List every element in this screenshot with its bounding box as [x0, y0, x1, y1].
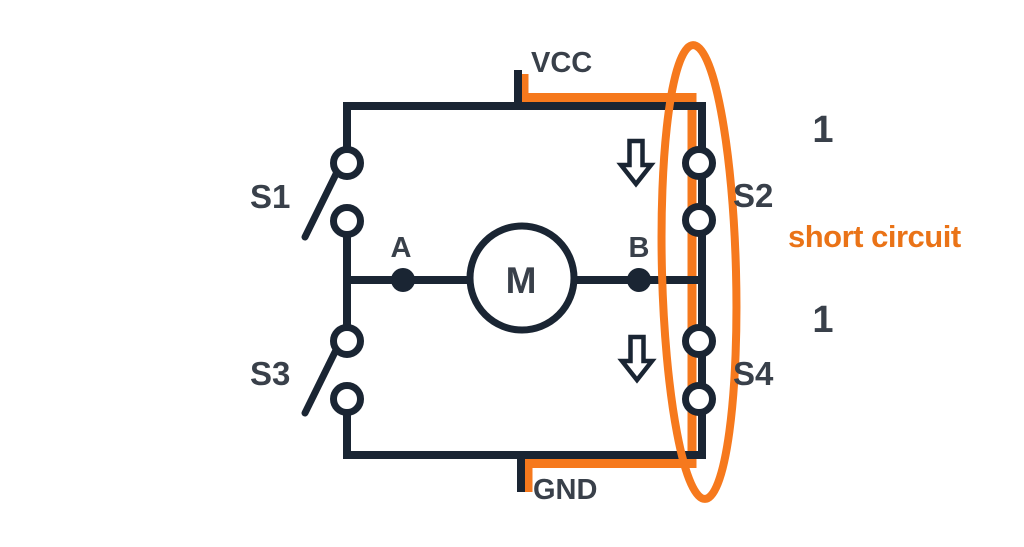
- motor-circle: [466, 222, 578, 334]
- switch-s1-terminal-bottom: [330, 204, 364, 238]
- switch-s4: [682, 324, 716, 416]
- down-arrow-icon-top: [616, 138, 656, 188]
- down-arrow-icon-bottom: [617, 334, 657, 384]
- switch-s3-terminal-bottom: [330, 382, 364, 416]
- switch-s2-terminal-bottom: [682, 203, 716, 237]
- short-circuit-highlight-ellipse: [657, 41, 741, 503]
- switch-s1: [301, 146, 364, 241]
- s2-label: S2: [733, 177, 773, 214]
- gnd-label: GND: [533, 474, 597, 506]
- switch-s4-terminal-bottom: [682, 382, 716, 416]
- switch-s2: [682, 146, 716, 237]
- s3-label: S3: [250, 355, 290, 392]
- short-circuit-label: short circuit: [788, 219, 961, 254]
- switch-s3: [301, 324, 364, 417]
- switch-s4-terminal-top: [682, 324, 716, 358]
- switch-s1-terminal-top: [330, 146, 364, 180]
- switch-s3-lever: [301, 344, 341, 417]
- s4-label: S4: [733, 355, 774, 392]
- switch-s2-terminal-top: [682, 146, 716, 180]
- node-b-dot: [627, 268, 651, 292]
- s4-state-label: 1: [812, 299, 833, 341]
- motor-label: M: [506, 260, 537, 301]
- switch-s1-lever: [301, 168, 341, 241]
- node-a-dot: [391, 268, 415, 292]
- node-a-label: A: [391, 232, 412, 264]
- s2-state-label: 1: [812, 109, 833, 151]
- vcc-label: VCC: [531, 47, 592, 79]
- s1-label: S1: [250, 178, 290, 215]
- switch-s3-terminal-top: [330, 324, 364, 358]
- node-b-label: B: [629, 232, 650, 264]
